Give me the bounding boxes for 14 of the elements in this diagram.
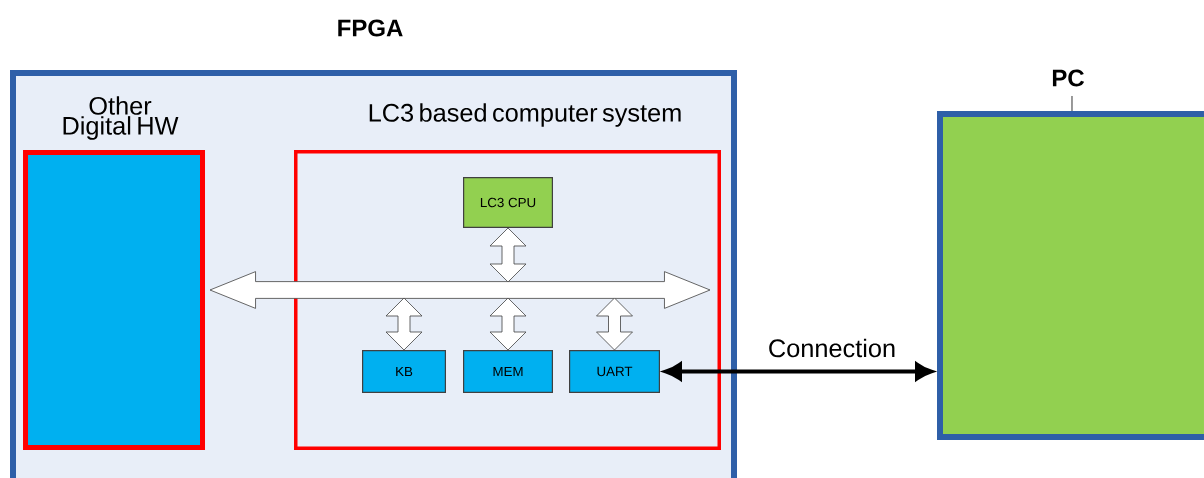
heading: FPGA	[338, 19, 403, 37]
bus-connector-arrow	[596, 297, 633, 351]
heading: PC	[1052, 69, 1084, 87]
component-box: UART	[569, 350, 660, 393]
bus-connector-arrow	[489, 227, 527, 283]
bus-connector-arrow	[489, 297, 527, 351]
bus-arrow	[209, 271, 711, 309]
heading: Other Digital HW	[63, 96, 179, 140]
component-box: KB	[362, 350, 446, 393]
heading: LC3 based computer system	[369, 103, 681, 127]
bus-connector-arrow	[385, 297, 423, 351]
component-box: MEM	[463, 350, 553, 393]
component-box: LC3 CPU	[463, 177, 553, 228]
edge-label: Connection	[769, 338, 895, 358]
